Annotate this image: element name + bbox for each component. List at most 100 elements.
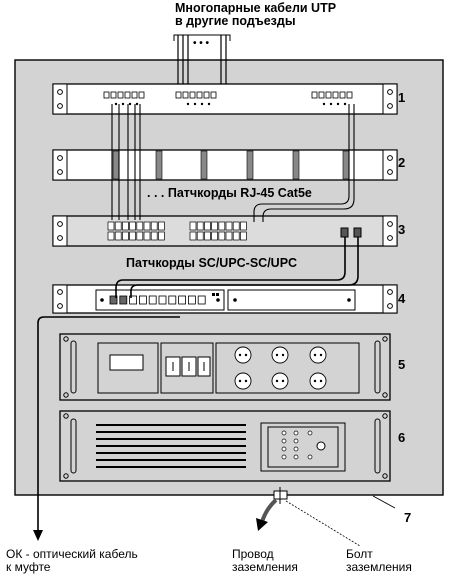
ups-indicator: [293, 438, 299, 444]
rj45-patchcords-left: [111, 104, 141, 220]
patch-port: [346, 91, 353, 99]
ground-wire: [260, 498, 278, 523]
ground-arrow-head: [256, 518, 268, 531]
sc-adapter: [187, 295, 196, 305]
port-dot: [114, 102, 118, 106]
switch-port: [107, 221, 115, 231]
ups-indicator: [293, 454, 299, 460]
socket-pin: [275, 353, 279, 357]
switch-port: [129, 231, 136, 241]
switch-port: [107, 231, 115, 241]
cable-ring: [246, 150, 254, 180]
port-dot: [186, 102, 190, 106]
power-socket: [234, 372, 252, 390]
switch-port: [218, 231, 226, 241]
switch-port: [158, 231, 165, 241]
bolt-leader-line: [285, 500, 361, 547]
unit-2-cable-organizer: [52, 149, 398, 181]
socket-pin: [281, 353, 285, 357]
power-socket: [309, 372, 327, 390]
cable-ring: [112, 150, 120, 180]
switch-port: [114, 221, 122, 231]
switch-port: [136, 231, 144, 241]
ups-indicator: [281, 430, 287, 436]
patch-port: [339, 91, 346, 99]
sc-adapter: [148, 295, 157, 305]
sc-patchcords-label: Патчкорды SC/UPC-SC/UPC: [126, 256, 298, 270]
port-dot: [207, 102, 211, 106]
sc-adapter: [158, 295, 167, 305]
socket-pin: [319, 379, 323, 383]
patch-port: [210, 91, 217, 99]
port-dot: [128, 102, 132, 106]
switch-port: [122, 221, 129, 231]
ups-indicator: [281, 438, 287, 444]
switch-port: [143, 231, 151, 241]
port-dot: [200, 102, 204, 106]
switch-port: [143, 221, 151, 231]
port-dot: [322, 102, 326, 106]
ups-indicator: [293, 430, 299, 436]
patch-port: [131, 91, 138, 99]
power-socket: [271, 372, 289, 390]
switch-port: [150, 221, 158, 231]
patch-port: [318, 91, 325, 99]
switch-port: [114, 231, 122, 241]
patch-port: [103, 91, 110, 99]
patch-port: [325, 91, 332, 99]
ground-bolt-label: Болт заземления: [346, 548, 412, 573]
socket-pin: [319, 353, 323, 357]
unit-5-power-unit: [59, 333, 391, 401]
patch-port: [332, 91, 339, 99]
ups-indicator: [307, 454, 313, 460]
unit-3-switch: [52, 215, 398, 247]
patch-port: [117, 91, 124, 99]
ground-wire-label: Провод заземления: [232, 548, 298, 573]
power-socket: [271, 346, 289, 364]
sc-adapter: [168, 295, 177, 305]
sc-adapter: [197, 295, 206, 305]
socket-pin: [313, 353, 317, 357]
patch-port: [124, 91, 131, 99]
ups-indicator: [281, 454, 287, 460]
switch-port: [189, 231, 197, 241]
fiber-cable-label-line-2: к муфте: [6, 559, 51, 574]
ups-indicator: [307, 430, 313, 436]
unit-number-3: 3: [398, 222, 406, 237]
patch-port: [175, 91, 182, 99]
socket-pin: [244, 379, 248, 383]
patch-port: [196, 91, 203, 99]
switch-port: [225, 221, 233, 231]
port-dot: [193, 102, 197, 106]
switch-port: [136, 221, 144, 231]
switch-port: [122, 231, 129, 241]
cable-ring: [292, 150, 300, 180]
switch-port: [211, 221, 218, 231]
sc-patchcords: [115, 237, 359, 298]
switch-port: [189, 221, 197, 231]
unit-1-patch-panel: [52, 83, 398, 115]
ground-wire-label-line-1: Провод: [232, 547, 274, 561]
switch-port: [240, 231, 247, 241]
socket-pin: [281, 379, 285, 383]
switch-port: [240, 221, 247, 231]
socket-pin: [238, 379, 242, 383]
switch-port: [225, 231, 233, 241]
rj45-patchcords-label: . . . Патчкорды RJ-45 Cat5e: [147, 186, 312, 200]
patch-port: [182, 91, 189, 99]
utp-cables-title: Многопарные кабели UTP в другие подъезды: [175, 1, 336, 29]
port-dot: [135, 102, 139, 106]
rj45-patchcords-right: [253, 104, 355, 222]
unit-number-5: 5: [398, 357, 406, 372]
unit-number-7: 7: [404, 510, 412, 525]
unit-number-4: 4: [398, 291, 406, 306]
sc-adapter: [138, 295, 147, 305]
ups-indicator: [293, 446, 299, 452]
utp-cables-title-line-2: в другие подъезды: [175, 14, 296, 29]
switch-port: [129, 221, 136, 231]
unit-number-6: 6: [398, 430, 406, 445]
fiber-arrow-head: [33, 530, 43, 541]
switch-port: [196, 221, 204, 231]
patch-port: [311, 91, 318, 99]
